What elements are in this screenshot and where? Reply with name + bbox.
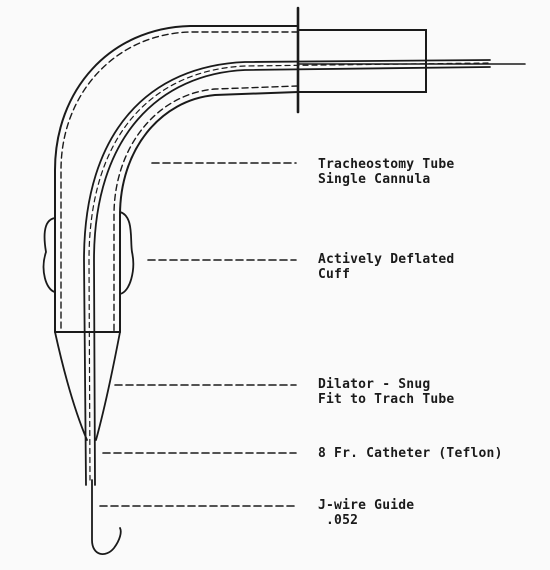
- label-line: Fit to Trach Tube: [318, 392, 455, 407]
- label-line: 8 Fr. Catheter (Teflon): [318, 446, 503, 461]
- label-dilator: Dilator - Snug Fit to Trach Tube: [318, 377, 454, 407]
- label-jwire: J-wire Guide .052: [318, 498, 414, 528]
- label-line: Tracheostomy Tube: [318, 157, 455, 172]
- tube-outer-wall-dash: [60, 31, 299, 333]
- label-line: Dilator - Snug: [318, 377, 431, 392]
- dilator-right: [95, 331, 121, 441]
- label-catheter: 8 Fr. Catheter (Teflon): [318, 446, 503, 461]
- cuff-left: [42, 217, 56, 293]
- label-line: Cuff: [318, 267, 351, 282]
- catheter-dash: [88, 62, 489, 481]
- dilator-left: [54, 331, 88, 441]
- catheter-line-b: [93, 66, 491, 486]
- catheter-line-a: [83, 59, 491, 486]
- label-tracheostomy-tube: Tracheostomy Tube Single Cannula: [318, 157, 454, 187]
- tube-outer-wall: [54, 25, 299, 333]
- label-cuff: Actively Deflated Cuff: [318, 252, 454, 282]
- tube-inner-wall-dash: [113, 85, 299, 333]
- jwire-hook: [91, 479, 122, 555]
- label-line: Actively Deflated: [318, 252, 455, 267]
- cuff-right: [119, 211, 135, 295]
- tube-inner-wall: [119, 91, 299, 333]
- label-line: Single Cannula: [318, 172, 431, 187]
- label-line: .052: [318, 513, 359, 528]
- label-line: J-wire Guide: [318, 498, 415, 513]
- connector: [297, 29, 427, 93]
